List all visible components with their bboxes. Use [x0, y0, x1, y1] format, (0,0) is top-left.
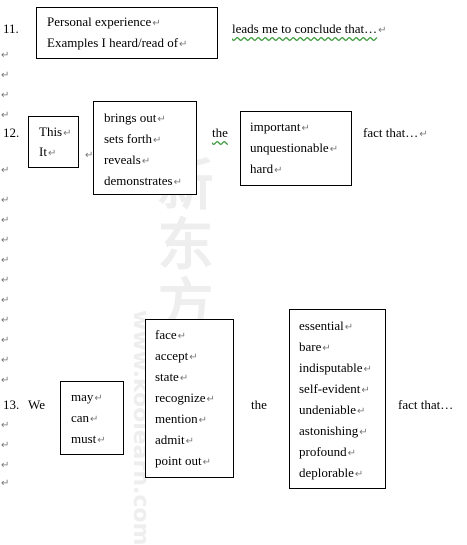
- box-line: face↵: [155, 327, 187, 342]
- item-13-adjective-box: essential↵ bare↵ indisputable↵ self-evid…: [289, 309, 386, 489]
- item-13-verb-box: face↵ accept↵ state↵ recognize↵ mention↵…: [145, 319, 234, 478]
- box-line: important↵: [250, 119, 310, 134]
- box-line: essential↵: [299, 318, 354, 333]
- paragraph-mark: ↵: [1, 50, 10, 61]
- box-line: point out↵: [155, 453, 211, 468]
- item-13-article: the: [251, 397, 267, 412]
- paragraph-mark: ↵: [1, 375, 10, 386]
- box-line: admit↵: [155, 432, 194, 447]
- paragraph-mark: ↵: [1, 275, 10, 286]
- item-11-number: 11.: [3, 21, 19, 36]
- box-line: This↵: [39, 124, 72, 139]
- box-line: deplorable↵: [299, 465, 364, 480]
- box-line: state↵: [155, 369, 189, 384]
- box-line: It↵: [39, 144, 57, 159]
- paragraph-mark: ↵: [1, 165, 10, 176]
- box-line: Examples I heard/read of↵: [47, 35, 188, 50]
- item-11-tail: leads me to conclude that…↵: [232, 21, 387, 36]
- item-12-verb-box: brings out↵ sets forth↵ reveals↵ demonst…: [93, 101, 197, 195]
- paragraph-mark: ↵: [1, 460, 10, 471]
- box-line: astonishing↵: [299, 423, 368, 438]
- paragraph-mark: ↵: [1, 235, 10, 246]
- paragraph-mark: ↵: [1, 295, 10, 306]
- box-line: mention↵: [155, 411, 207, 426]
- item-13-modal-box: may↵ can↵ must↵: [60, 381, 124, 455]
- paragraph-mark: ↵: [1, 335, 10, 346]
- item-12-adjective-box: important↵ unquestionable↵ hard↵: [240, 111, 352, 186]
- box-line: recognize↵: [155, 390, 215, 405]
- paragraph-mark: ↵: [1, 90, 10, 101]
- box-line: demonstrates↵: [104, 173, 182, 188]
- paragraph-mark: ↵: [1, 420, 10, 431]
- box-line: must↵: [71, 431, 106, 446]
- item-13-number: 13.: [3, 397, 20, 412]
- box-line: can↵: [71, 410, 99, 425]
- item-12-subject-box: This↵ It↵: [28, 116, 79, 168]
- box-line: accept↵: [155, 348, 198, 363]
- paragraph-mark: ↵: [1, 195, 10, 206]
- item-13-subject: We: [28, 397, 45, 412]
- item-13-tail: fact that…: [398, 397, 454, 412]
- box-line: unquestionable↵: [250, 140, 339, 155]
- box-line: self-evident↵: [299, 381, 370, 396]
- box-line: reveals↵: [104, 152, 151, 167]
- box-line: bare↵: [299, 339, 331, 354]
- box-line: hard↵: [250, 161, 283, 176]
- box-line: brings out↵: [104, 110, 166, 125]
- box-line: sets forth↵: [104, 131, 162, 146]
- box-line: may↵: [71, 389, 103, 404]
- item-11-subject-box: Personal experience↵ Examples I heard/re…: [36, 7, 218, 59]
- box-line: Personal experience↵: [47, 14, 161, 29]
- paragraph-mark: ↵: [1, 255, 10, 266]
- item-12-tail: fact that…↵: [363, 125, 428, 140]
- item-12-article: the: [212, 125, 228, 140]
- box-line: indisputable↵: [299, 360, 372, 375]
- paragraph-mark: ↵: [1, 478, 10, 489]
- paragraph-mark: ↵: [1, 440, 10, 451]
- box-line: profound↵: [299, 444, 357, 459]
- paragraph-mark: ↵: [1, 315, 10, 326]
- box-line: undeniable↵: [299, 402, 366, 417]
- paragraph-mark: ↵: [1, 215, 10, 226]
- paragraph-mark: ↵: [1, 110, 10, 121]
- item-12-paragraph-mark: ↵: [85, 150, 94, 161]
- paragraph-mark: ↵: [1, 70, 10, 81]
- item-12-number: 12.: [3, 125, 20, 140]
- paragraph-mark: ↵: [1, 355, 10, 366]
